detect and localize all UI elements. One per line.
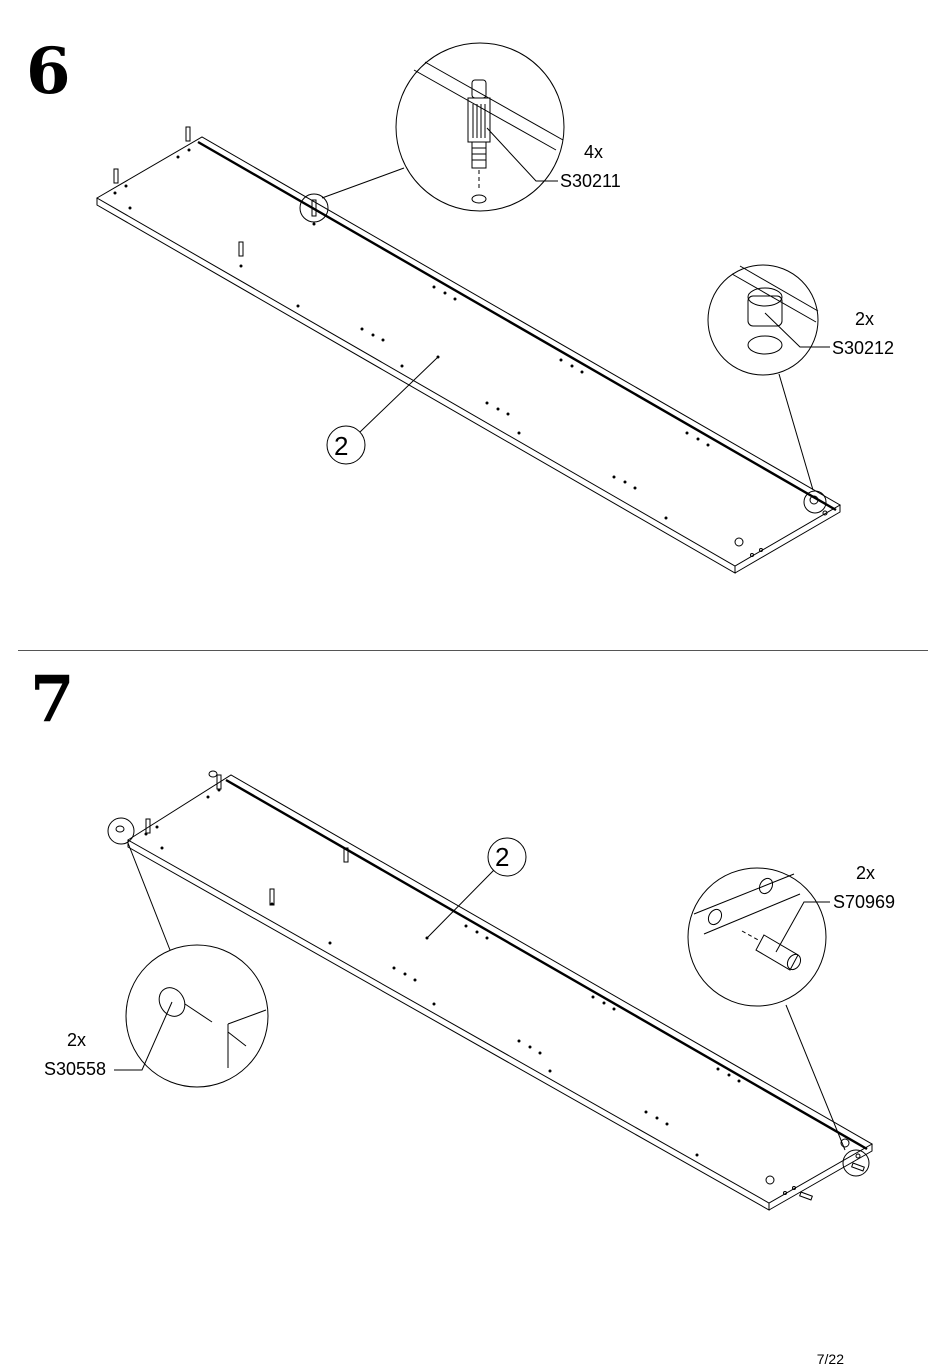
step7-hardware-1-code: S70969 [833,893,895,911]
step6-number: 6 [26,40,71,104]
step7-panel [108,771,872,1210]
step7-part-label: 2 [495,844,509,870]
step6-hardware-1-quantity: 4x [584,143,603,161]
step6-panel [97,43,840,573]
step6-hardware-1-code: S30211 [560,172,621,190]
step7-hardware-2-quantity: 2x [67,1031,86,1049]
step6-hardware-2-code: S30212 [832,339,894,357]
step7-number: 7 [30,668,75,732]
step7-hardware-1-quantity: 2x [856,864,875,882]
step6-hardware-2-quantity: 2x [855,310,874,328]
step7-hardware-2-code: S30558 [44,1060,106,1078]
step6-part-label: 2 [334,433,348,459]
page-number: 7/22 [817,1351,844,1367]
step-divider [18,650,928,651]
